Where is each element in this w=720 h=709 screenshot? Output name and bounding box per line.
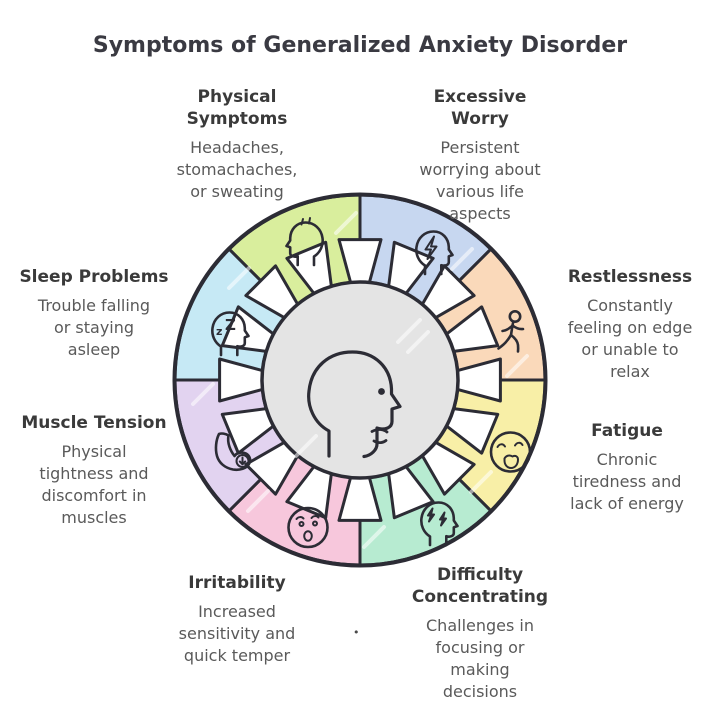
symptom-description: Constantly feeling on edge or unable to …	[567, 296, 693, 382]
symptom-label-difficulty-concentrating: Difficulty Concentrating Challenges in f…	[395, 564, 565, 704]
symptom-label-sleep-problems: Sleep Problems Trouble falling or stayin…	[9, 266, 179, 361]
symptom-title: Physical Symptoms	[186, 87, 288, 130]
symptom-description: Challenges in focusing or making decisio…	[426, 616, 534, 702]
page-title: Symptoms of Generalized Anxiety Disorder	[92, 33, 628, 58]
walking-person-icon	[497, 310, 525, 353]
svg-text:Z: Z	[225, 316, 236, 334]
symptom-label-physical-symptoms: Physical Symptoms Headaches, stomachache…	[152, 86, 322, 203]
symptom-title: Excessive Worry	[433, 87, 527, 130]
head-profile-icon	[307, 350, 402, 459]
symptom-label-restlessness: Restlessness Constantly feeling on edge …	[547, 266, 713, 383]
sleepy-head-icon: z Z	[211, 311, 250, 357]
svg-text:z: z	[216, 325, 222, 338]
symptom-title: Fatigue	[591, 421, 663, 441]
symptom-description: Chronic tiredness and lack of energy	[570, 450, 684, 514]
center-circle	[260, 280, 460, 480]
symptom-description: Trouble falling or staying asleep	[37, 296, 151, 360]
flexed-bicep-icon	[214, 432, 252, 472]
wheel-outer-rim	[172, 192, 548, 568]
yawning-face-icon	[489, 431, 532, 473]
scattered-thoughts-head-icon	[420, 501, 459, 547]
surprised-face-icon	[287, 506, 329, 549]
symptom-title: Muscle Tension	[21, 413, 167, 433]
symptom-title: Difficulty Concentrating	[411, 565, 549, 608]
symptom-label-muscle-tension: Muscle Tension Physical tightness and di…	[9, 412, 179, 529]
sweating-head-icon	[285, 217, 324, 267]
symptom-label-fatigue: Fatigue Chronic tiredness and lack of en…	[544, 420, 710, 515]
symptom-label-excessive-worry: Excessive Worry Persistent worrying abou…	[395, 86, 565, 226]
decorative-dot: •	[353, 626, 360, 639]
symptom-description: Increased sensitivity and quick temper	[178, 602, 296, 666]
symptom-description: Persistent worrying about various life a…	[419, 138, 541, 224]
symptom-label-irritability: Irritability Increased sensitivity and q…	[152, 572, 322, 667]
texture-streaks	[191, 211, 529, 549]
worry-head-lightning-icon	[415, 230, 454, 276]
symptom-title: Restlessness	[567, 267, 693, 287]
symptom-description: Headaches, stomachaches, or sweating	[176, 138, 298, 202]
symptom-description: Physical tightness and discomfort in mus…	[39, 442, 149, 528]
symptom-title: Sleep Problems	[19, 267, 169, 287]
symptom-title: Irritability	[188, 573, 286, 593]
